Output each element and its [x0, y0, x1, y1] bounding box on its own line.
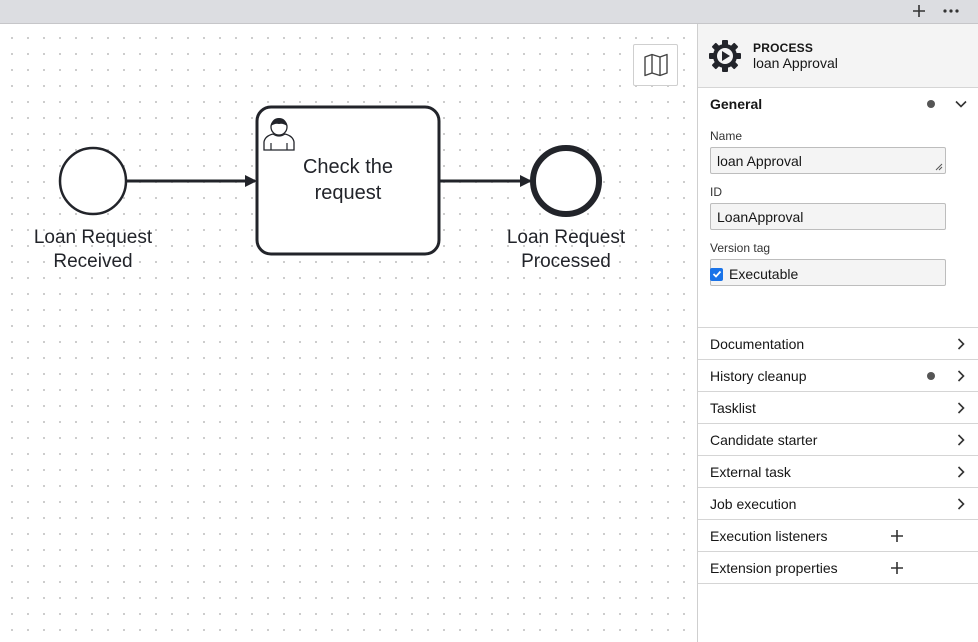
data-indicator-dot — [927, 372, 935, 380]
end-event-label: Loan Request Processed — [491, 226, 641, 274]
group-title: Documentation — [710, 336, 805, 352]
end-event[interactable] — [530, 145, 602, 217]
chevron-right-icon — [957, 338, 965, 350]
group-title: External task — [710, 464, 791, 480]
more-options-icon[interactable] — [939, 0, 963, 22]
id-label: ID — [710, 185, 722, 199]
id-value: LoanApproval — [717, 209, 804, 225]
group-title: History cleanup — [710, 368, 807, 384]
group-job-execution[interactable]: Job execution — [698, 488, 978, 520]
data-indicator-dot — [927, 100, 935, 108]
name-label: Name — [710, 129, 743, 143]
user-task[interactable] — [255, 105, 441, 256]
group-candidate-starter[interactable]: Candidate starter — [698, 424, 978, 456]
element-name: loan Approval — [753, 55, 838, 71]
task-label-line-1: Check the — [302, 156, 394, 178]
add-icon[interactable] — [890, 561, 904, 575]
executable-checkbox-row[interactable]: Executable — [710, 266, 798, 282]
bpmn-canvas[interactable]: Loan Request Received Check the request … — [0, 24, 697, 642]
group-title: Extension properties — [710, 560, 838, 576]
chevron-right-icon — [957, 402, 965, 414]
start-event[interactable] — [58, 146, 128, 216]
gear-play-icon — [708, 39, 742, 78]
element-type: PROCESS — [753, 41, 814, 55]
resize-grip-icon[interactable] — [935, 163, 943, 171]
add-icon[interactable] — [907, 0, 931, 22]
version-tag-label: Version tag — [710, 241, 771, 255]
bpmn-diagram — [58, 105, 602, 256]
check-icon — [712, 270, 721, 278]
start-event-label-line-1: Loan Request — [33, 227, 153, 248]
group-execution-listeners[interactable]: Execution listeners — [698, 520, 978, 552]
panel-header: PROCESS loan Approval — [698, 24, 978, 88]
chevron-right-icon — [957, 466, 965, 478]
map-icon — [643, 53, 668, 77]
executable-label: Executable — [729, 266, 799, 282]
name-textarea[interactable]: loan Approval — [710, 147, 946, 174]
chevron-down-icon — [955, 100, 967, 108]
version-tag-input[interactable] — [710, 259, 946, 286]
group-title: Tasklist — [710, 400, 756, 416]
executable-checkbox[interactable] — [710, 267, 723, 281]
group-extension-properties[interactable]: Extension properties — [698, 552, 978, 584]
group-documentation[interactable]: Documentation — [698, 328, 978, 360]
id-input[interactable]: LoanApproval — [710, 203, 946, 230]
properties-panel: PROCESS loan Approval General Name loan … — [697, 24, 978, 642]
add-icon[interactable] — [890, 529, 904, 543]
user-icon — [263, 118, 295, 151]
end-event-label-line-1: Loan Request — [506, 227, 626, 248]
task-label-line-2: request — [314, 182, 382, 204]
minimap-toggle-button[interactable] — [633, 44, 678, 86]
group-history-cleanup[interactable]: History cleanup — [698, 360, 978, 392]
start-event-label: Loan Request Received — [18, 226, 168, 274]
end-event-label-line-2: Processed — [521, 251, 611, 272]
start-event-label-line-2: Received — [53, 251, 133, 272]
group-tasklist[interactable]: Tasklist — [698, 392, 978, 424]
group-title: Job execution — [710, 496, 797, 512]
group-general-header[interactable]: General — [698, 88, 978, 120]
chevron-right-icon — [957, 434, 965, 446]
chevron-right-icon — [957, 498, 965, 510]
name-value: loan Approval — [717, 153, 802, 169]
group-title: Execution listeners — [710, 528, 828, 544]
group-title: Candidate starter — [710, 432, 818, 448]
group-general-title: General — [710, 96, 763, 112]
group-external-task[interactable]: External task — [698, 456, 978, 488]
task-label: Check the request — [262, 154, 434, 206]
group-general: General Name loan Approval ID LoanApprov… — [698, 88, 978, 328]
top-toolbar — [0, 0, 978, 24]
chevron-right-icon — [957, 370, 965, 382]
